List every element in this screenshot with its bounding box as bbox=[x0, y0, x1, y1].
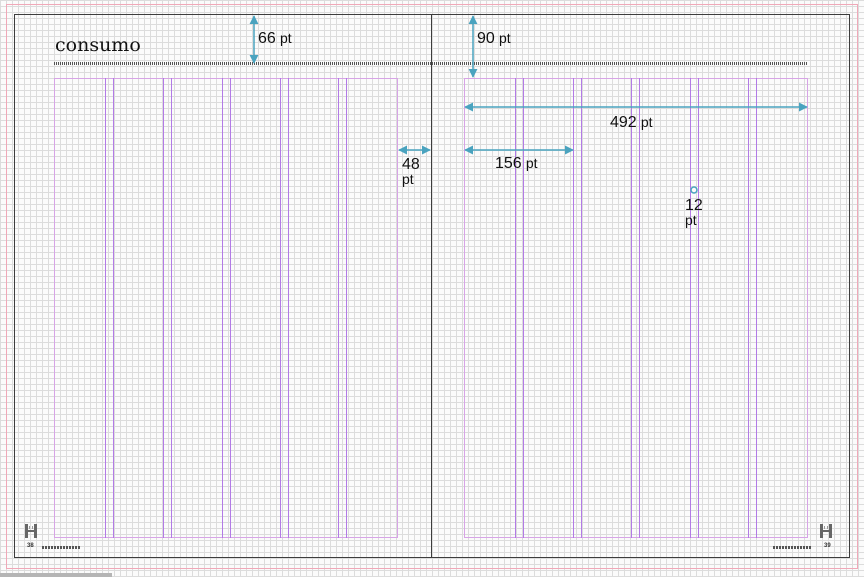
column-gap-marker bbox=[690, 186, 698, 194]
column-guide bbox=[288, 78, 289, 538]
column-guide bbox=[573, 78, 574, 538]
gutter-label: 48 pt bbox=[402, 156, 420, 187]
page-marker-icon bbox=[820, 524, 832, 538]
left-page-margin-guide bbox=[54, 78, 398, 538]
top-margin-right-label: 90 pt bbox=[477, 30, 511, 47]
bottom-scroll-strip bbox=[0, 573, 112, 577]
column-guide bbox=[523, 78, 524, 538]
page-spread-frame bbox=[14, 14, 850, 558]
column-guide bbox=[163, 78, 164, 538]
running-header: consumo bbox=[55, 34, 141, 56]
column-guide bbox=[171, 78, 172, 538]
column-guide bbox=[280, 78, 281, 538]
column-guide bbox=[748, 78, 749, 538]
left-running-footer bbox=[42, 546, 80, 549]
right-page-margin-guide bbox=[464, 78, 808, 538]
column-guide bbox=[338, 78, 339, 538]
page-marker-icon bbox=[25, 524, 37, 538]
column-guide bbox=[113, 78, 114, 538]
left-page-number: 38 bbox=[27, 543, 34, 549]
right-page-number: 39 bbox=[824, 543, 831, 549]
spine-line bbox=[431, 14, 432, 558]
right-running-footer bbox=[773, 546, 811, 549]
header-rule bbox=[54, 62, 807, 65]
column-guide bbox=[631, 78, 632, 538]
bleed-guide bbox=[6, 4, 858, 569]
column-guide bbox=[515, 78, 516, 538]
column-width-label: 156 pt bbox=[495, 155, 538, 172]
column-gap-label: 12 pt bbox=[685, 197, 703, 228]
column-guide bbox=[346, 78, 347, 538]
column-guide bbox=[639, 78, 640, 538]
column-guide bbox=[581, 78, 582, 538]
top-margin-left-label: 66 pt bbox=[258, 30, 292, 47]
column-guide bbox=[222, 78, 223, 538]
column-guide bbox=[690, 78, 691, 538]
column-guide bbox=[105, 78, 106, 538]
column-guide bbox=[230, 78, 231, 538]
column-guide bbox=[698, 78, 699, 538]
text-block-width-label: 492 pt bbox=[610, 114, 653, 131]
column-guide bbox=[756, 78, 757, 538]
